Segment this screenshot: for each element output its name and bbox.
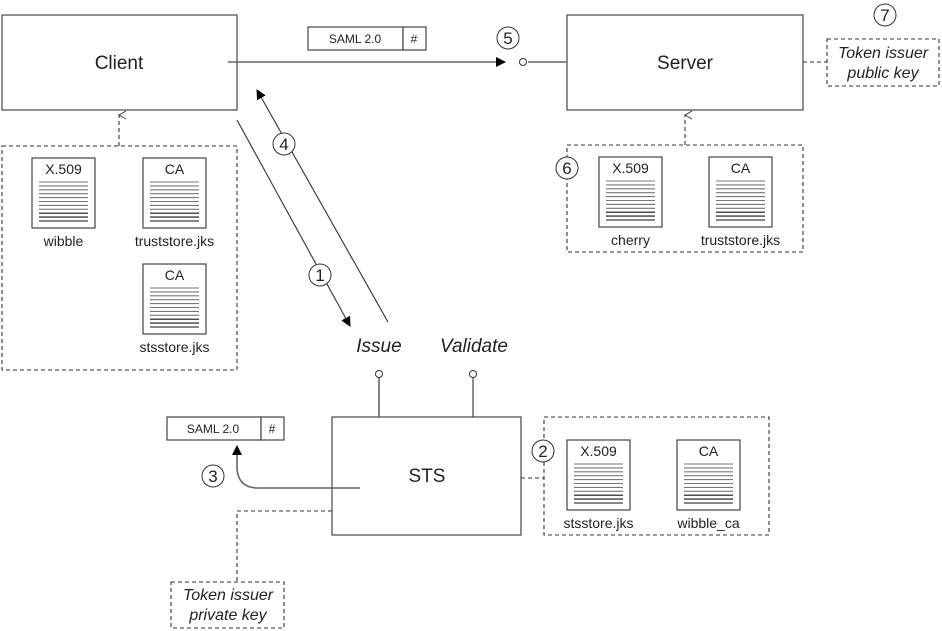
- keystore-file-name: truststore.jks: [135, 233, 214, 249]
- certificate-type: CA: [165, 161, 185, 177]
- svg-text:7: 7: [880, 6, 889, 25]
- certificate-type: X.509: [45, 161, 82, 177]
- certificate-type: X.509: [580, 443, 617, 459]
- certificate-type: CA: [731, 160, 751, 176]
- svg-text:Token issuer: Token issuer: [183, 587, 274, 604]
- step-5-badge: 5: [496, 26, 520, 50]
- certificate-document: CA wibble_ca: [676, 439, 741, 531]
- client-label: Client: [95, 53, 144, 74]
- saml-token-hash: #: [411, 32, 418, 46]
- document-icon: [676, 439, 741, 511]
- sts-label: STS: [409, 466, 446, 487]
- document-icon: [142, 263, 207, 335]
- client-node: Client: [1, 14, 238, 111]
- certificate-document: X.509 wibble: [31, 157, 96, 249]
- svg-text:private key: private key: [188, 607, 267, 624]
- validate-port-label: Validate: [440, 336, 508, 357]
- step-2-badge: 2: [531, 439, 555, 463]
- document-icon: [598, 156, 663, 228]
- server-keystore-group: [566, 144, 804, 253]
- svg-text:public key: public key: [846, 65, 919, 82]
- issue-port-icon[interactable]: [375, 370, 383, 378]
- certificate-document: CA truststore.jks: [701, 156, 780, 248]
- issue-port-label: Issue: [356, 336, 401, 357]
- keystore-file-name: cherry: [611, 232, 650, 248]
- client-keystore-group: [1, 145, 238, 371]
- saml-token-bottom: SAML 2.0 #: [166, 416, 285, 441]
- svg-text:Token issuer: Token issuer: [838, 45, 929, 62]
- step-1-badge: 1: [308, 263, 332, 287]
- svg-text:5: 5: [503, 29, 512, 48]
- svg-text:6: 6: [562, 159, 571, 178]
- step-4-badge: 4: [272, 132, 296, 156]
- svg-text:2: 2: [538, 442, 547, 461]
- saml-token-top: SAML 2.0 #: [307, 26, 427, 51]
- document-icon: [31, 157, 96, 229]
- private-key-connector: [236, 510, 332, 582]
- certificate-document: CA truststore.jks: [135, 157, 214, 249]
- step-3-badge: 3: [201, 464, 225, 488]
- step-7-badge: 7: [873, 3, 897, 27]
- response-arrow-step-4: [256, 89, 389, 323]
- server-node: Server: [566, 14, 804, 111]
- saml-token-label: SAML 2.0: [187, 422, 240, 436]
- keystore-file-name: wibble: [43, 233, 84, 249]
- certificate-type: X.509: [612, 160, 649, 176]
- certificate-type: CA: [699, 443, 719, 459]
- request-arrow-step-1: [236, 119, 351, 327]
- certificate-type: CA: [165, 267, 185, 283]
- keystore-file-name: stsstore.jks: [139, 339, 209, 355]
- svg-text:1: 1: [315, 266, 324, 285]
- svg-text:3: 3: [208, 467, 217, 486]
- certificate-document: X.509 cherry: [598, 156, 663, 248]
- validate-port-icon[interactable]: [469, 370, 477, 378]
- keystore-file-name: truststore.jks: [701, 232, 780, 248]
- sts-keystore-group: [543, 416, 770, 536]
- sts-node: STS: [331, 416, 522, 536]
- server-port-icon: [519, 58, 527, 66]
- keystore-file-name: stsstore.jks: [563, 515, 633, 531]
- keystore-file-name: wibble_ca: [676, 515, 739, 531]
- public-key-note: Token issuer public key: [826, 38, 940, 87]
- svg-text:4: 4: [279, 135, 288, 154]
- step-6-badge: 6: [555, 156, 579, 180]
- issue-token-arrow-step-3: [232, 445, 360, 489]
- document-icon: [566, 439, 631, 511]
- saml-token-label: SAML 2.0: [329, 32, 382, 46]
- document-icon: [708, 156, 773, 228]
- saml-token-hash: #: [269, 422, 276, 436]
- server-label: Server: [657, 53, 714, 74]
- certificate-document: CA stsstore.jks: [139, 263, 210, 355]
- certificate-document: X.509 stsstore.jks: [563, 439, 634, 531]
- private-key-note: Token issuer private key: [170, 581, 285, 629]
- document-icon: [142, 157, 207, 229]
